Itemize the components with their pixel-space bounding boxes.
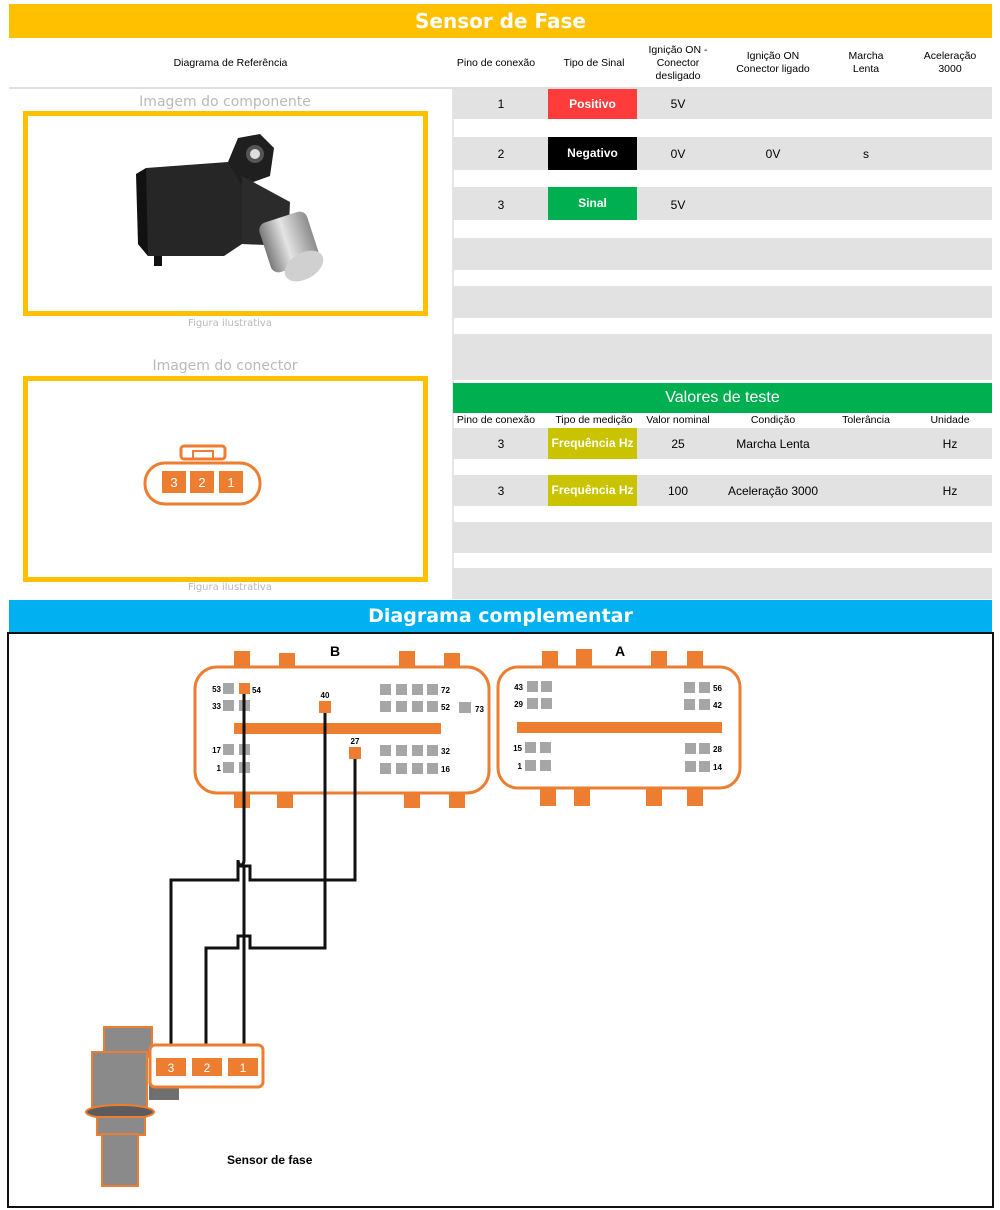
page-title: Sensor de Fase [9, 4, 992, 38]
complementary-diagram-title: Diagrama complementar [9, 600, 992, 632]
header-reference: Diagrama de Referência [173, 56, 288, 69]
connector-pin-label: 2 [198, 475, 205, 490]
idle-value: s [863, 147, 869, 161]
svg-text:43: 43 [514, 683, 523, 692]
svg-text:73: 73 [475, 705, 484, 714]
table-row-bg [453, 238, 992, 270]
sensor-pin-label: 3 [168, 1061, 175, 1075]
table-row-bg [453, 334, 992, 380]
test-pin: 3 [497, 437, 505, 451]
test-nominal: 100 [667, 484, 689, 498]
svg-text:52: 52 [441, 703, 450, 712]
test-header-condition: Condição [750, 414, 796, 426]
svg-text:17: 17 [212, 746, 221, 755]
connector-a-label: A [615, 643, 625, 659]
test-values-title: Valores de teste [453, 383, 992, 413]
header-accel: Aceleração 3000 [923, 50, 977, 75]
signal-badge-signal: Sinal [548, 187, 637, 220]
camshaft-sensor-image [136, 134, 324, 282]
ign-off-value: 5V [670, 97, 686, 111]
test-pin: 3 [497, 484, 505, 498]
ign-on-value: 0V [765, 147, 781, 161]
connector-pin-2 [190, 471, 214, 493]
ecu-connector-a: A 43 29 56 42 15 1 28 14 [496, 643, 742, 806]
sensor-pin-label: 2 [204, 1061, 211, 1075]
connector-image-frame: 3 2 1 [23, 376, 428, 582]
pin-number: 3 [497, 198, 505, 212]
svg-text:1: 1 [518, 762, 523, 771]
table-row-bg [453, 522, 992, 553]
header-signal-type: Tipo de Sinal [563, 56, 625, 69]
svg-text:42: 42 [713, 701, 722, 710]
measure-badge: Frequência Hz [548, 475, 637, 506]
measure-badge: Frequência Hz [548, 428, 637, 459]
svg-text:53: 53 [212, 685, 221, 694]
connector-diagram: 3 2 1 [143, 444, 262, 506]
wiring-harness [169, 694, 357, 1049]
svg-text:56: 56 [713, 684, 722, 693]
signal-badge-positive: Positivo [548, 89, 637, 119]
table-row-bg [453, 568, 992, 599]
connector-pin-1 [219, 471, 243, 493]
pin-number: 1 [497, 97, 505, 111]
component-caption: Imagem do componente [139, 94, 311, 110]
table-row-bg [453, 137, 992, 170]
connector-pin-label: 3 [170, 475, 177, 490]
table-row-bg [453, 187, 992, 220]
ign-off-value: 5V [670, 198, 686, 212]
connector-b-label: B [330, 643, 340, 659]
test-unit: Hz [942, 484, 958, 498]
test-header-measure: Tipo de medição [555, 414, 633, 426]
sensor-pin-label: 1 [240, 1061, 247, 1075]
svg-text:54: 54 [252, 686, 261, 695]
header-idle: Marcha Lenta [848, 50, 884, 75]
svg-text:72: 72 [441, 686, 450, 695]
sensor-connector: 3 2 1 [148, 1043, 265, 1089]
svg-text:1: 1 [217, 764, 222, 773]
test-header-nominal: Valor nominal [646, 414, 710, 426]
test-header-unit: Unidade [930, 414, 970, 426]
svg-text:27: 27 [351, 737, 360, 746]
test-unit: Hz [942, 437, 958, 451]
ecu-connector-b: B 53 54 33 40 72 52 73 17 1 27 32 16 [193, 643, 491, 808]
ign-off-value: 0V [670, 147, 686, 161]
svg-text:14: 14 [713, 763, 722, 772]
test-header-tolerance: Tolerância [842, 414, 890, 426]
connector-caption: Imagem do conector [152, 358, 298, 374]
svg-text:29: 29 [514, 700, 523, 709]
phase-sensor-illustration [85, 1026, 179, 1187]
connector-pin-3 [162, 471, 186, 493]
figure-caption-1: Figura ilustrativa [188, 318, 272, 329]
table-row-bg [453, 475, 992, 506]
pin-number: 2 [497, 147, 505, 161]
component-image-frame [23, 111, 428, 316]
test-nominal: 25 [671, 437, 685, 451]
header-divider [9, 87, 992, 89]
signal-badge-negative: Negativo [548, 137, 637, 170]
wiring-diagram-svg: B 53 54 33 40 72 52 73 17 1 27 32 16 [85, 643, 742, 1187]
svg-text:28: 28 [713, 745, 722, 754]
wiring-diagram: B 53 54 33 40 72 52 73 17 1 27 32 16 [7, 632, 994, 1208]
svg-text:15: 15 [513, 744, 522, 753]
figure-caption-2: Figura ilustrativa [188, 582, 272, 593]
test-condition: Marcha Lenta [736, 437, 810, 451]
table-row-bg [453, 89, 992, 119]
table-row-bg [453, 428, 992, 459]
header-pin: Pino de conexão [456, 56, 536, 69]
sensor-label: Sensor de fase [227, 1153, 313, 1167]
svg-text:16: 16 [441, 765, 450, 774]
svg-text:32: 32 [441, 747, 450, 756]
svg-text:40: 40 [321, 691, 330, 700]
header-ign-off: Ignição ON - Conector desligado [648, 43, 708, 82]
connector-pin-label: 1 [227, 475, 234, 490]
table-row-bg [453, 286, 992, 318]
test-header-pin: Pino de conexão [456, 414, 536, 426]
svg-text:33: 33 [212, 702, 221, 711]
header-ign-on: Ignição ON Conector ligado [736, 50, 810, 75]
test-condition: Aceleração 3000 [727, 484, 819, 498]
